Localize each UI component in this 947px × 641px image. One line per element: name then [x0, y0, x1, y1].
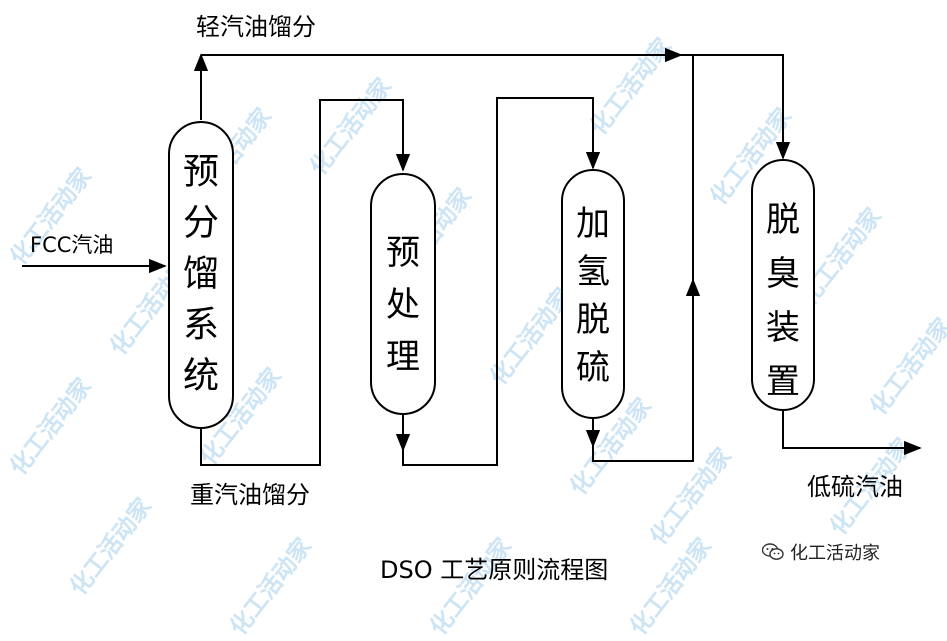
- vessel-label-char: 预: [386, 233, 420, 273]
- vessel-pretreatment: 预处理: [370, 173, 436, 415]
- vessel-label-char: 脱: [576, 300, 610, 340]
- vessel-shell: [370, 173, 436, 415]
- vessel-label-char: 分: [183, 203, 219, 244]
- wechat-icon: [762, 543, 784, 560]
- vessel-label-char: 氢: [576, 252, 610, 292]
- vessel-label-char: 统: [183, 356, 219, 397]
- vessel-label-char: 馏: [183, 254, 219, 295]
- pretreat-to-hds-line: [402, 97, 601, 466]
- vessel-label-char: 装: [766, 308, 800, 348]
- brand-badge: 化工活动家: [762, 539, 880, 565]
- vessel-shell: [561, 169, 625, 419]
- vessel-label-char: 加: [576, 204, 610, 244]
- vessel-label-char: 脱: [766, 200, 800, 240]
- vessel-label-char: 系: [183, 305, 219, 346]
- feed-label: FCC汽油: [30, 233, 113, 257]
- vessel-label-char: 硫: [576, 348, 610, 388]
- diagram-caption: DSO 工艺原则流程图: [380, 556, 608, 584]
- vessel-shell: [168, 121, 234, 429]
- vessel-label-char: 置: [766, 362, 800, 402]
- vessel-label-char: 处: [386, 285, 420, 325]
- product-label: 低硫汽油: [807, 473, 903, 501]
- light-fraction-to-sweetening: [681, 54, 791, 160]
- vessel-label-char: 臭: [766, 254, 800, 294]
- vessel-label-char: 预: [183, 152, 219, 193]
- vessel-label-char: 理: [386, 337, 420, 377]
- light-fraction-label: 轻汽油馏分: [196, 13, 316, 41]
- product-line: [782, 408, 922, 456]
- heavy-fraction-line: [200, 99, 411, 466]
- brand-name: 化工活动家: [790, 543, 880, 564]
- vessel-shell: [751, 159, 815, 411]
- heavy-fraction-label: 重汽油馏分: [190, 481, 310, 509]
